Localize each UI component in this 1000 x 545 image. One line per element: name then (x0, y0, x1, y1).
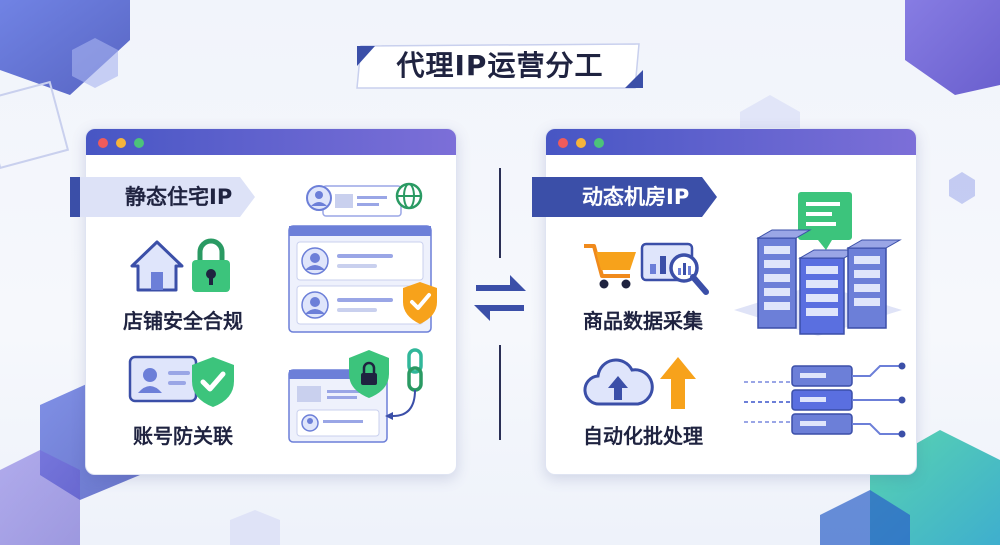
house-icon (130, 240, 184, 292)
exchange-arrows-icon (474, 275, 526, 321)
shopping-cart-icon (584, 244, 636, 289)
feature-label-automation-batch: 自动化批处理 (583, 424, 703, 448)
feature-label-account-anti-association: 账号防关联 (133, 424, 233, 448)
ribbon-static (70, 177, 255, 217)
padlock-icon (192, 238, 230, 292)
arrow-up-icon (660, 357, 696, 409)
window-dot-yellow (576, 138, 586, 148)
id-card-icon (128, 355, 198, 403)
panel-titlebar (86, 129, 456, 155)
server-rack-illustration (734, 192, 902, 336)
window-dot-yellow (116, 138, 126, 148)
shield-check-icon (192, 357, 234, 407)
feature-label-product-data-collection: 商品数据采集 (583, 309, 703, 333)
window-dot-red (558, 138, 568, 148)
browser-profiles-illustration (288, 182, 437, 443)
analytics-search-icon (640, 242, 709, 295)
window-dot-green (594, 138, 604, 148)
panel-header-static: 静态住宅IP (125, 185, 233, 209)
divider-bottom (499, 345, 501, 440)
feature-label-store-compliance: 店铺安全合规 (123, 309, 243, 333)
panel-titlebar (546, 129, 916, 155)
divider-top (499, 168, 501, 258)
ribbon-dynamic (532, 177, 717, 217)
page-title: 代理IP运营分工 (396, 49, 604, 82)
cloud-upload-icon (583, 358, 654, 406)
window-dot-red (98, 138, 108, 148)
title-banner: 代理IP运营分工 (355, 40, 645, 92)
data-flow-server-illustration (744, 362, 906, 438)
title-frame (356, 43, 643, 89)
window-dot-green (134, 138, 144, 148)
panel-header-dynamic: 动态机房IP (582, 185, 690, 209)
